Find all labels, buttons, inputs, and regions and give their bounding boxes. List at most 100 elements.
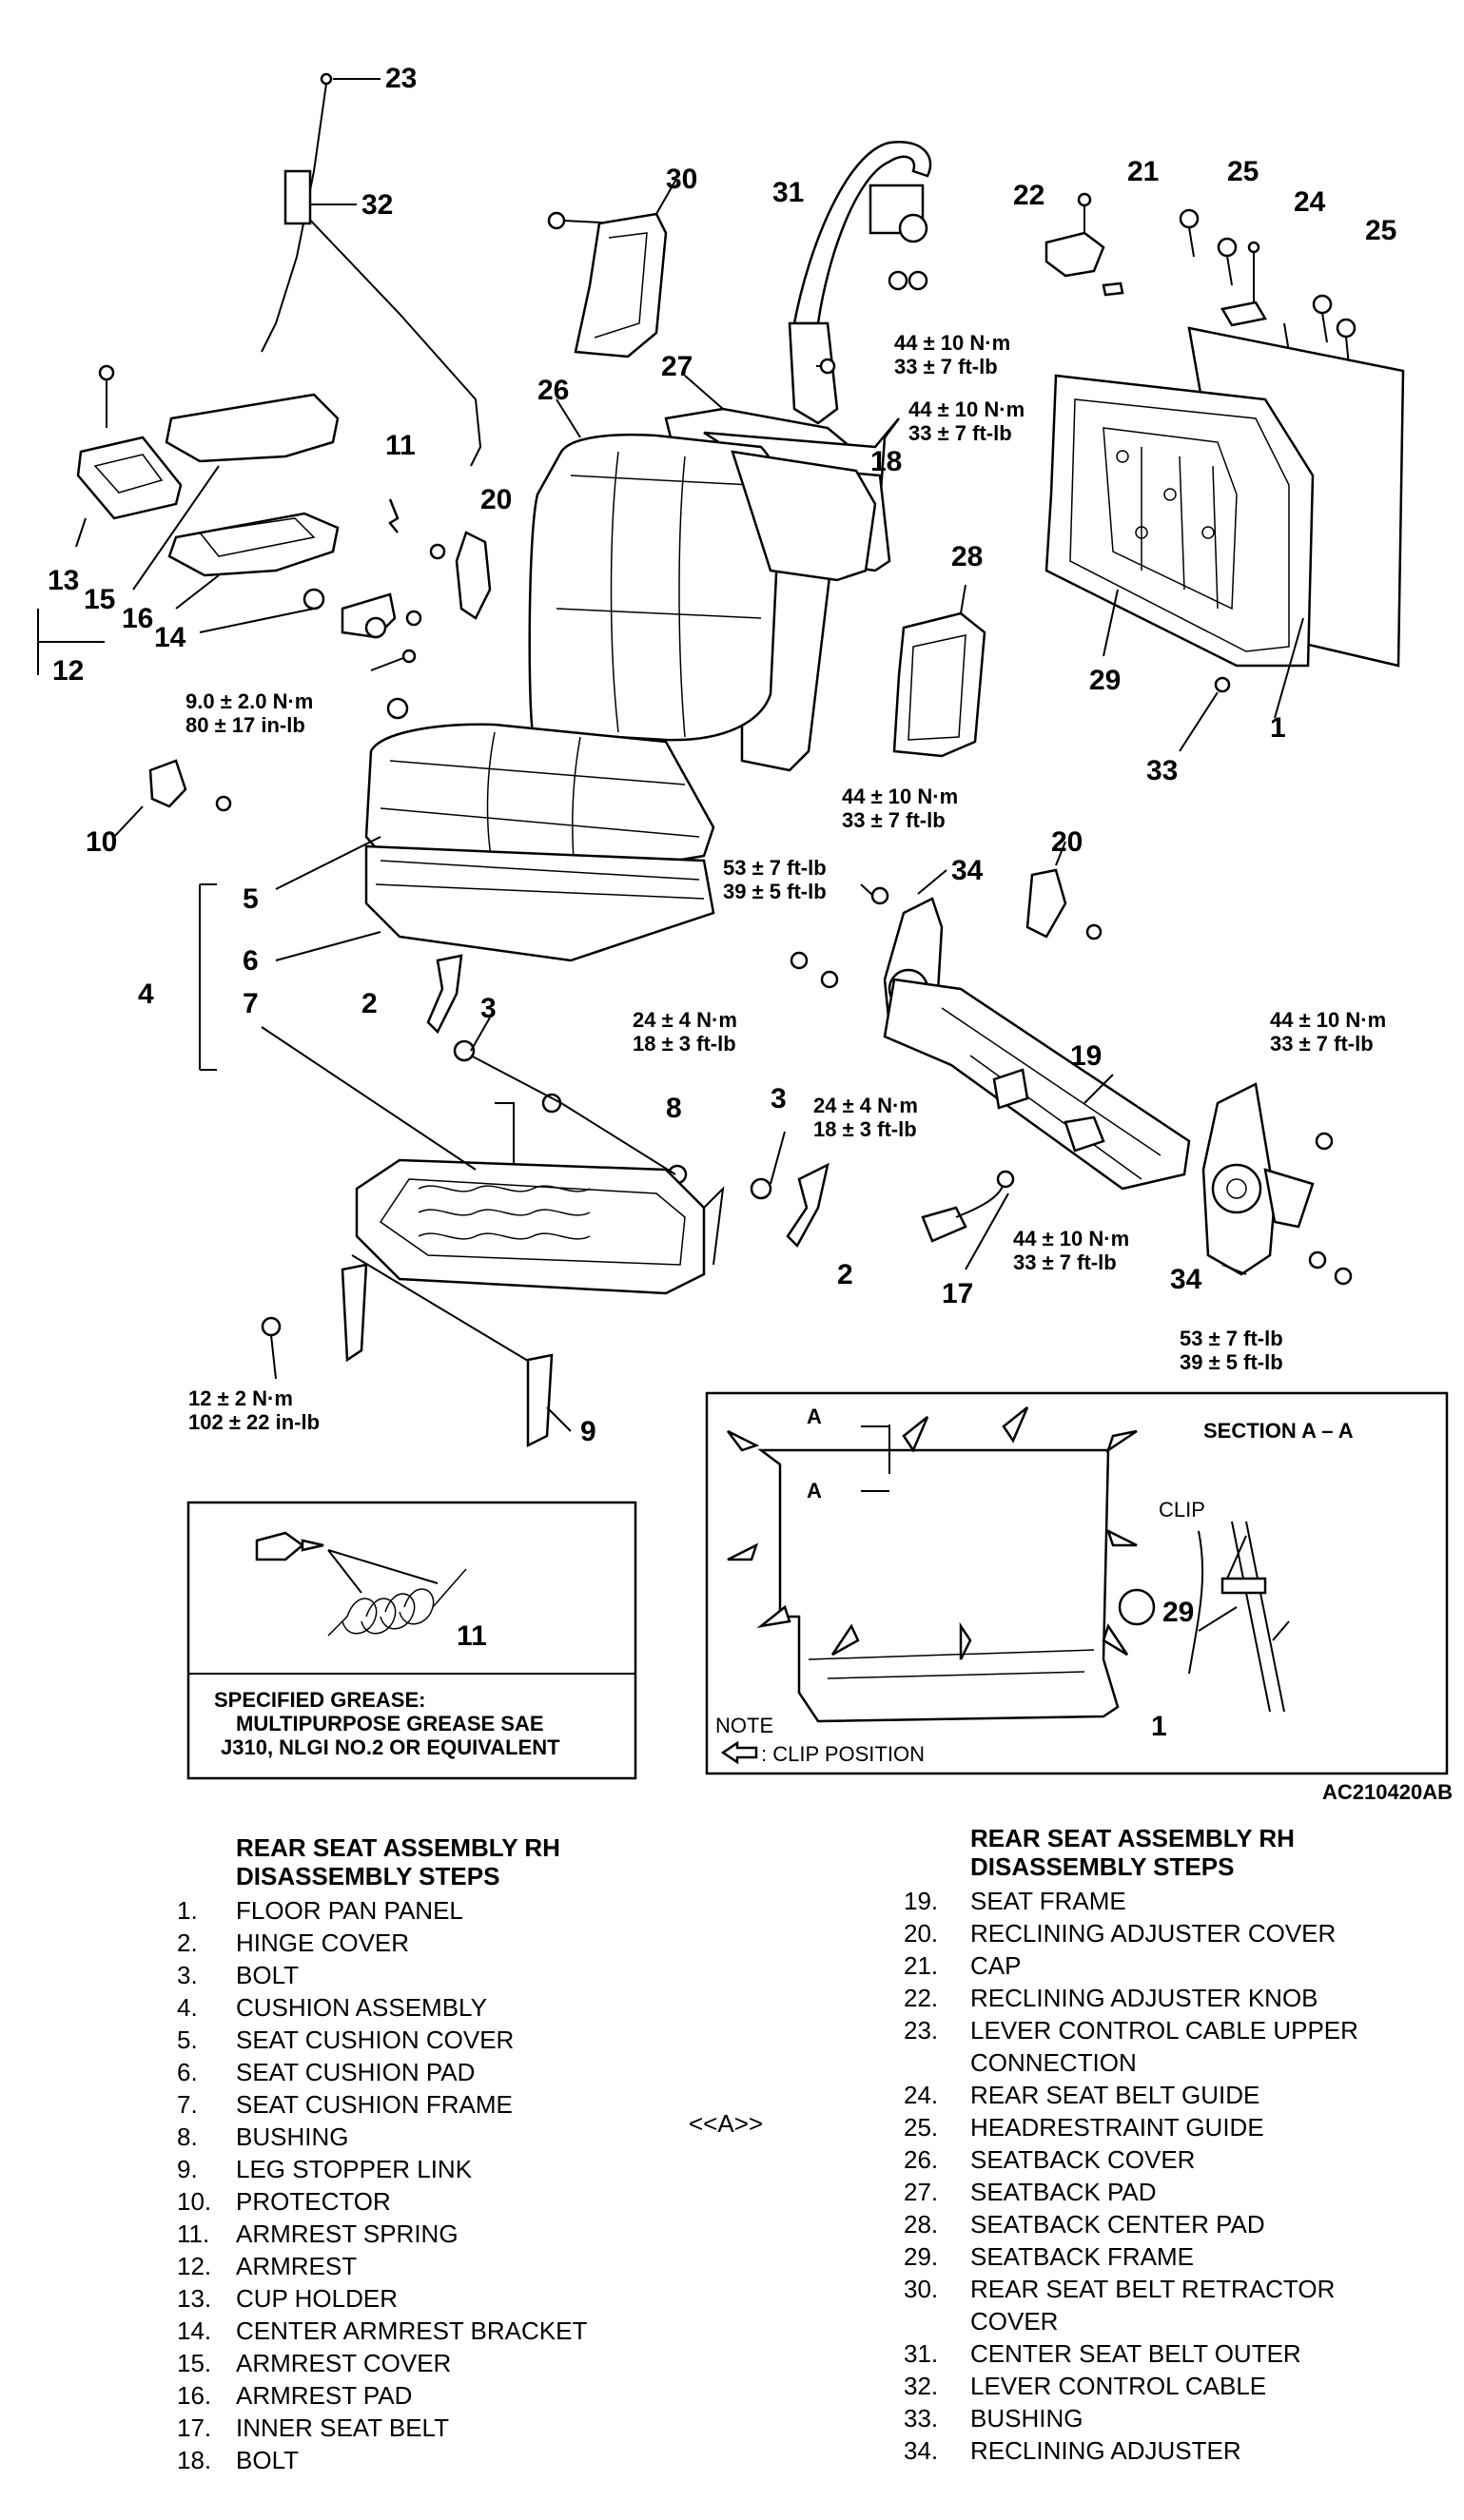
list-item-number: 32.	[904, 2372, 939, 2400]
svg-text:44 ± 10 N·m: 44 ± 10 N·m	[1270, 1008, 1386, 1032]
torque-specs: 44 ± 10 N·m 33 ± 7 ft-lb 44 ± 10 N·m 33 …	[185, 331, 1386, 1434]
list-item: 4.CUSHION ASSEMBLY	[177, 1991, 710, 2024]
list-item-text: SEAT CUSHION FRAME	[236, 2090, 513, 2119]
callout-20-right: 20	[1051, 826, 1083, 858]
list-item-text: COVER	[970, 2307, 1059, 2336]
list-item: 12.ARMREST	[177, 2250, 710, 2282]
list-item: CONNECTION	[904, 2046, 1455, 2079]
svg-text:53 ± 7 ft-lb: 53 ± 7 ft-lb	[1180, 1327, 1283, 1350]
list-item: 14.CENTER ARMREST BRACKET	[177, 2315, 710, 2347]
callout-3-left: 3	[480, 993, 497, 1024]
seat-cushion-frame	[261, 1026, 725, 1295]
svg-text:44 ± 10 N·m: 44 ± 10 N·m	[894, 331, 1010, 355]
list-item-text: BUSHING	[970, 2404, 1083, 2433]
callout-4: 4	[138, 979, 154, 1010]
callout-20-top: 20	[480, 484, 512, 515]
svg-text:44 ± 10 N·m: 44 ± 10 N·m	[842, 785, 958, 808]
list-item: 15.ARMREST COVER	[177, 2347, 710, 2379]
callout-5: 5	[243, 883, 259, 915]
list-item-text: SEATBACK COVER	[970, 2145, 1196, 2174]
callout-11-box: 11	[457, 1620, 487, 1652]
list-item: 34.RECLINING ADJUSTER	[904, 2434, 1455, 2467]
svg-text:24 ± 4 N·m: 24 ± 4 N·m	[633, 1008, 737, 1032]
list-item-text: BUSHING	[236, 2123, 349, 2151]
exploded-diagram: 23 32 30 31 22 21 25 24 25 26 27 18 28 2…	[37, 63, 1453, 1804]
svg-text:102 ± 22 in-lb: 102 ± 22 in-lb	[188, 1410, 320, 1434]
callout-19: 19	[1070, 1040, 1102, 1072]
svg-text:39 ± 5 ft-lb: 39 ± 5 ft-lb	[1180, 1350, 1283, 1374]
svg-text:33 ± 7 ft-lb: 33 ± 7 ft-lb	[1013, 1250, 1117, 1274]
list-item: 22.RECLINING ADJUSTER KNOB	[904, 1982, 1455, 2014]
left-list-title2: DISASSEMBLY STEPS	[236, 1862, 500, 1890]
list-item: 33.BUSHING	[904, 2402, 1455, 2434]
list-item: 11.ARMREST SPRING	[177, 2218, 710, 2250]
left-disassembly-list: REAR SEAT ASSEMBLY RH DISASSEMBLY STEPS …	[177, 1833, 710, 2476]
svg-text:53 ± 7 ft-lb: 53 ± 7 ft-lb	[723, 856, 827, 880]
clip-position-label: : CLIP POSITION	[761, 1742, 925, 1766]
list-item-text: RECLINING ADJUSTER	[970, 2436, 1241, 2465]
svg-text:33 ± 7 ft-lb: 33 ± 7 ft-lb	[894, 355, 998, 378]
clip-position-arrows	[727, 1406, 1138, 1660]
list-item-number: 1.	[177, 1896, 198, 1925]
list-item: 16.ARMREST PAD	[177, 2379, 710, 2412]
callout-18: 18	[870, 446, 902, 477]
callout-12: 12	[52, 655, 84, 687]
svg-text:39 ± 5 ft-lb: 39 ± 5 ft-lb	[723, 880, 827, 903]
list-item-text: CUP HOLDER	[236, 2284, 399, 2313]
list-item: 17.INNER SEAT BELT	[177, 2412, 710, 2444]
callout-32: 32	[361, 189, 393, 221]
list-item-number	[904, 2305, 970, 2337]
list-item: 25.HEADRESTRAINT GUIDE	[904, 2111, 1455, 2143]
svg-text:18 ± 3 ft-lb: 18 ± 3 ft-lb	[633, 1032, 736, 1056]
list-item: 23.LEVER CONTROL CABLE UPPER	[904, 2014, 1455, 2046]
list-item-number: 29.	[904, 2242, 939, 2271]
list-item-number: 19.	[904, 1887, 939, 1915]
list-item-number	[904, 2046, 970, 2079]
list-item: 2.HINGE COVER	[177, 1927, 710, 1959]
inner-seat-belt	[921, 1170, 1015, 1270]
reference-mark: <<A>>	[689, 2109, 764, 2138]
list-item: 21.CAP	[904, 1949, 1455, 1982]
list-item-number: 5.	[177, 2026, 198, 2054]
list-item: 31.CENTER SEAT BELT OUTER	[904, 2337, 1455, 2370]
callout-16: 16	[122, 603, 153, 634]
svg-text:J310, NLGI NO.2 OR EQUIVALENT: J310, NLGI NO.2 OR EQUIVALENT	[221, 1735, 560, 1759]
list-item: 18.BOLT	[177, 2444, 710, 2476]
list-item-text: CAP	[970, 1951, 1022, 1980]
seatback-assembly	[528, 375, 900, 772]
svg-text:44 ± 10 N·m: 44 ± 10 N·m	[908, 397, 1025, 421]
list-item: 7.SEAT CUSHION FRAME	[177, 2088, 710, 2121]
list-item-text: RECLINING ADJUSTER KNOB	[970, 1984, 1318, 2012]
callout-24: 24	[1294, 186, 1326, 218]
list-item: 32. LEVER CONTROL CABLE	[904, 2370, 1455, 2402]
list-item-number: 24.	[904, 2081, 939, 2109]
list-item: 8.BUSHING	[177, 2121, 710, 2153]
callout-34-top: 34	[951, 855, 984, 886]
list-item-text: REAR SEAT BELT GUIDE	[970, 2081, 1260, 2109]
list-item-text: SEAT CUSHION PAD	[236, 2058, 476, 2086]
list-item-number: 15.	[177, 2349, 212, 2377]
callout-27: 27	[661, 351, 693, 382]
list-item-text: CUSHION ASSEMBLY	[236, 1993, 487, 2022]
seatback-center-pad	[892, 584, 986, 758]
list-item-text: ARMREST	[236, 2252, 358, 2280]
list-item-text: LEVER CONTROL CABLE	[970, 2372, 1267, 2400]
callout-34-bottom: 34	[1170, 1264, 1202, 1295]
list-item-text: SEATBACK CENTER PAD	[970, 2210, 1265, 2239]
list-item-text: LEG STOPPER LINK	[236, 2155, 473, 2183]
callout-29: 29	[1089, 665, 1121, 696]
svg-text:9.0 ± 2.0 N·m: 9.0 ± 2.0 N·m	[185, 689, 313, 713]
list-item-text: FLOOR PAN PANEL	[236, 1896, 463, 1925]
right-list-title2: DISASSEMBLY STEPS	[970, 1852, 1235, 1881]
seatback-frame-and-panel	[1044, 326, 1405, 752]
list-item-number: 11.	[177, 2220, 210, 2248]
svg-text:12 ± 2 N·m: 12 ± 2 N·m	[188, 1386, 293, 1410]
callout-13: 13	[48, 565, 79, 596]
callout-3-right: 3	[771, 1083, 787, 1115]
list-item: 30.REAR SEAT BELT RETRACTOR	[904, 2273, 1455, 2305]
seat-frame	[790, 841, 1353, 1286]
callout-2-left: 2	[361, 988, 378, 1019]
list-item-text: HEADRESTRAINT GUIDE	[970, 2113, 1264, 2142]
callout-33: 33	[1146, 755, 1178, 786]
